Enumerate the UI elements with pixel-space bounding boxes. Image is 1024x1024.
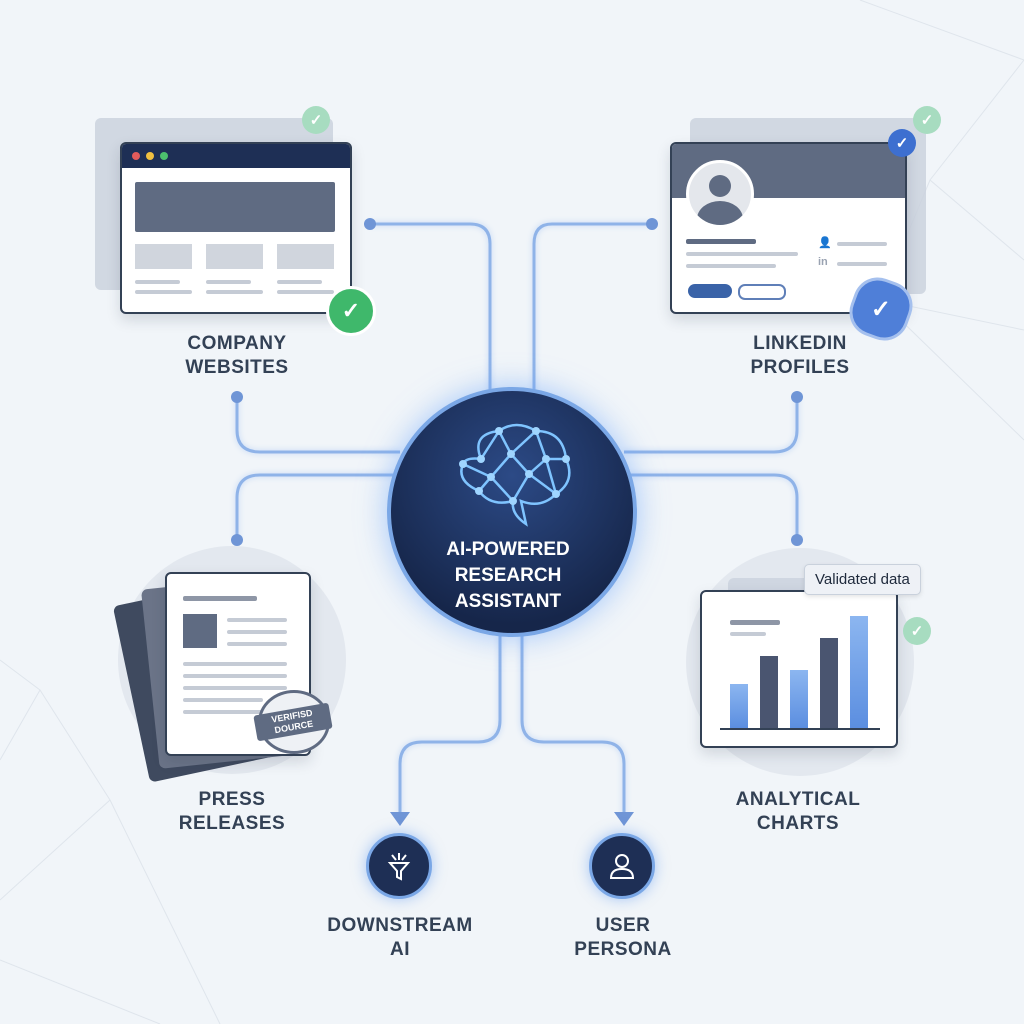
user-icon <box>609 854 635 879</box>
connector-dots <box>231 218 803 546</box>
profile-card-icon: 👤 in <box>670 142 907 314</box>
brain-network-icon <box>459 423 571 527</box>
connect-button-shape <box>688 284 732 298</box>
check-icon: ✓ <box>302 106 330 134</box>
validated-data-tag: Validated data <box>804 564 921 595</box>
user-persona-output <box>589 833 655 899</box>
check-icon: ✓ <box>913 106 941 134</box>
funnel-icon <box>387 853 411 881</box>
person-icon: 👤 <box>818 237 832 249</box>
avatar <box>686 160 754 228</box>
verified-check-icon: ✓ <box>326 286 376 336</box>
bar-chart-icon <box>700 590 898 748</box>
linkedin-icon: in <box>818 256 828 268</box>
message-button-shape <box>738 284 786 300</box>
check-icon: ✓ <box>903 617 931 645</box>
check-icon: ✓ <box>888 129 916 157</box>
downstream-ai-output <box>366 833 432 899</box>
browser-window-icon <box>120 142 352 314</box>
arrowheads <box>390 812 634 826</box>
